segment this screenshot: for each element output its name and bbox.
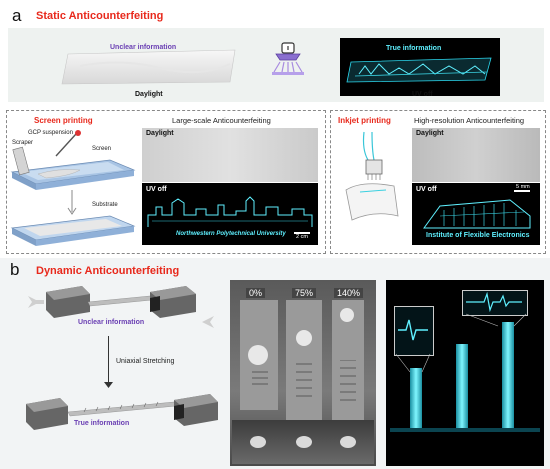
- large-scale-title: Large-scale Anticounterfeiting: [172, 116, 271, 125]
- uv-lamp-icon: [272, 42, 304, 75]
- uv-off-label: UV off: [412, 91, 433, 98]
- high-resolution-title: High-resolution Anticounterfeiting: [414, 116, 525, 125]
- uv-bar-0: [410, 368, 422, 428]
- unclear-information-label: Unclear information: [110, 44, 177, 51]
- high-uv-building: [423, 199, 531, 229]
- panel-a-letter: a: [12, 6, 22, 25]
- true-information-b-label: True information: [74, 420, 130, 427]
- large-daylight-label: Daylight: [146, 130, 174, 137]
- uniaxial-stretching-label: Uniaxial Stretching: [116, 358, 175, 365]
- screen-printing-box: [6, 110, 326, 254]
- stretch-device-stretched: [26, 394, 218, 430]
- panel-a-title: Static Anticounterfeiting: [36, 10, 164, 22]
- strain-label-1: 75%: [292, 288, 317, 298]
- large-scale-bar: [294, 232, 310, 234]
- inkjet-printing-title: Inkjet printing: [338, 116, 391, 125]
- high-scale-bar: [514, 190, 530, 192]
- unclear-information-b-label: Unclear information: [78, 319, 145, 326]
- uv-off-glow-sample: [346, 57, 492, 83]
- heartbeat-icon-right: [466, 292, 522, 312]
- strain-sample-1: [286, 300, 322, 420]
- npu-banner: Northwestern Polytechnical University: [176, 231, 286, 237]
- strain-dot-0: [248, 345, 268, 365]
- uv-bar-2: [502, 322, 514, 428]
- strain-dot-2: [340, 308, 354, 322]
- strain-base-dot-1: [296, 436, 312, 448]
- gcp-suspension-label: GCP suspension: [28, 130, 73, 136]
- stretch-device-unstretched: [28, 286, 214, 328]
- substrate-label: Substrate: [92, 202, 118, 208]
- large-uv-skyline: [147, 196, 313, 227]
- uv-inset-right: [462, 290, 528, 316]
- ife-banner: Institute of Flexible Electronics: [426, 232, 530, 239]
- strain-dot-1: [296, 330, 312, 346]
- inkjet-illustration: [345, 131, 399, 221]
- scraper-label: Scraper: [12, 140, 34, 146]
- large-scale-bar-label: 2 cm: [296, 234, 308, 240]
- large-uv-photo: [142, 183, 318, 245]
- panel-b-title: Dynamic Anticounterfeiting: [36, 265, 180, 277]
- strain-label-2: 140%: [334, 288, 364, 298]
- panel-b-letter: b: [10, 260, 20, 279]
- uv-floor: [390, 428, 540, 432]
- inset-connectors: [395, 313, 527, 373]
- stretch-arrow: [108, 336, 109, 386]
- screen-label: Screen: [92, 146, 112, 152]
- daylight-label: Daylight: [135, 91, 163, 98]
- uv-inset-left: [394, 306, 434, 356]
- high-scale-bar-label: 5 mm: [516, 184, 530, 190]
- high-daylight-photo: [412, 128, 540, 182]
- heartbeat-icon-left: [398, 319, 428, 341]
- inkjet-printing-box: [330, 110, 546, 254]
- large-daylight-photo: [142, 128, 318, 182]
- daylight-sample: [61, 49, 236, 85]
- strain-base-dot-0: [250, 436, 266, 448]
- true-information-label: True information: [386, 45, 442, 52]
- strain-base-dot-2: [340, 436, 356, 448]
- screen-printing-title: Screen printing: [34, 116, 93, 125]
- high-uvoff-label: UV off: [416, 186, 437, 193]
- high-daylight-label: Daylight: [416, 130, 444, 137]
- stretch-arrow-head: [104, 382, 113, 388]
- strain-ruler-ticks: [252, 360, 356, 401]
- strain-label-0: 0%: [246, 288, 266, 298]
- uv-bar-1: [456, 344, 468, 428]
- screen-printing-illustration: [10, 130, 136, 246]
- large-uvoff-label: UV off: [146, 186, 167, 193]
